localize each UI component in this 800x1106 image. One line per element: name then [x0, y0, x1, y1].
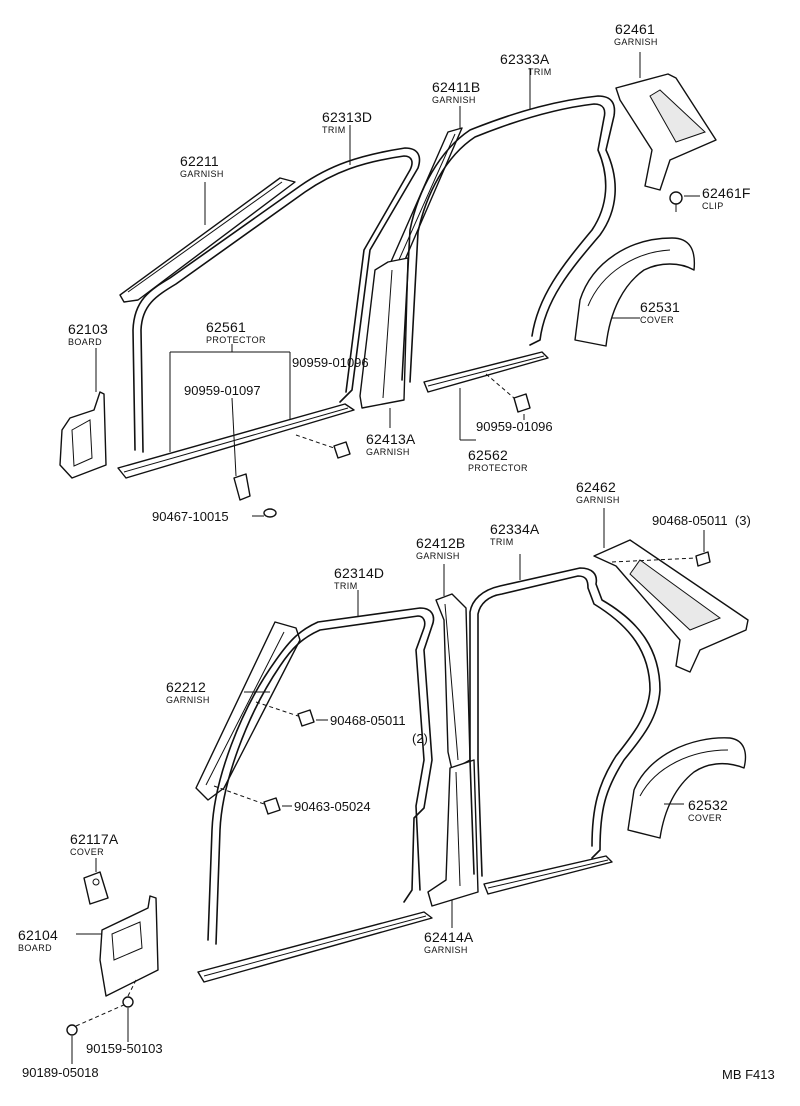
fastener-label: 90959-01096 [476, 419, 553, 434]
part-desc: PROTECTOR [468, 463, 528, 473]
part-desc: GARNISH [576, 495, 620, 505]
part-desc: COVER [70, 847, 105, 857]
garnish-62461-drawing [615, 52, 717, 191]
part-number: 62462 [576, 479, 616, 495]
diagram-code: MB F413 [722, 1067, 775, 1082]
part-number: 62104 [18, 927, 58, 943]
part-number: 62461F [702, 185, 751, 201]
part-desc: PROTECTOR [206, 335, 266, 345]
garnish-62462-drawing [593, 508, 749, 673]
part-desc: COVER [688, 813, 723, 823]
part-number: 62313D [322, 109, 373, 125]
fastener-90468-05011-b-drawing [255, 701, 328, 727]
part-number: 62412B [416, 535, 466, 551]
fastener-90959-01096-b-drawing [485, 373, 531, 420]
fastener-label: 90959-01097 [184, 383, 261, 398]
part-number: 62562 [468, 447, 508, 463]
trim-62313d-drawing [132, 125, 421, 453]
trim-62334a-drawing [469, 554, 661, 877]
trim-62333a-drawing [401, 68, 616, 383]
garnish-62211-drawing [119, 177, 296, 303]
cover-62531-drawing [574, 237, 696, 347]
part-desc: GARNISH [180, 169, 224, 179]
fastener-label: 90159-50103 [86, 1041, 163, 1056]
fastener-90463-05024-drawing [213, 785, 292, 815]
part-desc: TRIM [490, 537, 514, 547]
fastener-90468-05011-a-drawing [611, 530, 711, 567]
fastener-label: 90468-05011 (3) [652, 514, 751, 527]
part-desc: CLIP [702, 201, 724, 211]
part-desc: GARNISH [366, 447, 410, 457]
garnish-62412b-drawing [435, 564, 471, 771]
part-number: 62461 [615, 21, 655, 37]
part-desc: GARNISH [424, 945, 468, 955]
garnish-62413a-drawing [359, 257, 409, 428]
fastener-90467-10015-drawing [252, 508, 277, 518]
front-scuff-plate-drawing [197, 911, 433, 983]
protector-62561-drawing [117, 344, 355, 479]
part-number: 62334A [490, 521, 540, 537]
part-desc: BOARD [18, 943, 53, 953]
part-desc: BOARD [68, 337, 103, 347]
fastener-label: 90467-10015 [152, 509, 229, 524]
part-number: 62413A [366, 431, 416, 447]
fastener-90959-01097-drawing [231, 397, 251, 501]
fastener-90159-50103-drawing [122, 979, 137, 1042]
part-number: 62561 [206, 319, 246, 335]
trim-62314d-drawing [207, 590, 435, 945]
part-number: 62314D [334, 565, 385, 581]
part-desc: GARNISH [432, 95, 476, 105]
cover-62117a-drawing [83, 858, 109, 905]
part-desc: GARNISH [416, 551, 460, 561]
part-number: 62212 [166, 679, 206, 695]
fastener-label: 90463-05024 [294, 799, 371, 814]
fastener-label: 90959-01096 [292, 355, 369, 370]
fastener-qty: (3) [734, 513, 751, 528]
part-number: 62211 [180, 153, 219, 169]
board-62103-drawing [59, 348, 107, 479]
part-desc: TRIM [528, 67, 552, 77]
part-number: 62333A [500, 51, 550, 67]
fastener-90189-05018-drawing [66, 1003, 127, 1064]
part-number: 62411B [432, 79, 481, 95]
part-desc: TRIM [322, 125, 346, 135]
garnish-62414a-drawing [427, 759, 479, 928]
part-number: 62414A [424, 929, 474, 945]
fastener-number: 90468-05011 [652, 513, 728, 528]
part-number: 62103 [68, 321, 108, 337]
part-desc: COVER [640, 315, 675, 325]
board-62104-drawing [76, 895, 159, 997]
part-number: 62117A [70, 831, 119, 847]
fastener-qty: (2) [412, 731, 428, 746]
rear-scuff-plate-drawing [483, 855, 613, 895]
clip-62461f-drawing [669, 191, 700, 212]
part-desc: GARNISH [614, 37, 658, 47]
fastener-90959-01096-a-drawing [295, 434, 351, 459]
cover-62532-drawing [627, 737, 747, 839]
part-number: 62532 [688, 797, 728, 813]
garnish-62212-drawing [195, 621, 301, 801]
fastener-label: 90468-05011 [330, 713, 406, 728]
part-desc: GARNISH [166, 695, 210, 705]
protector-62562-drawing [423, 351, 549, 441]
part-number: 62531 [640, 299, 680, 315]
fastener-label: 90189-05018 [22, 1065, 99, 1080]
part-desc: TRIM [334, 581, 358, 591]
